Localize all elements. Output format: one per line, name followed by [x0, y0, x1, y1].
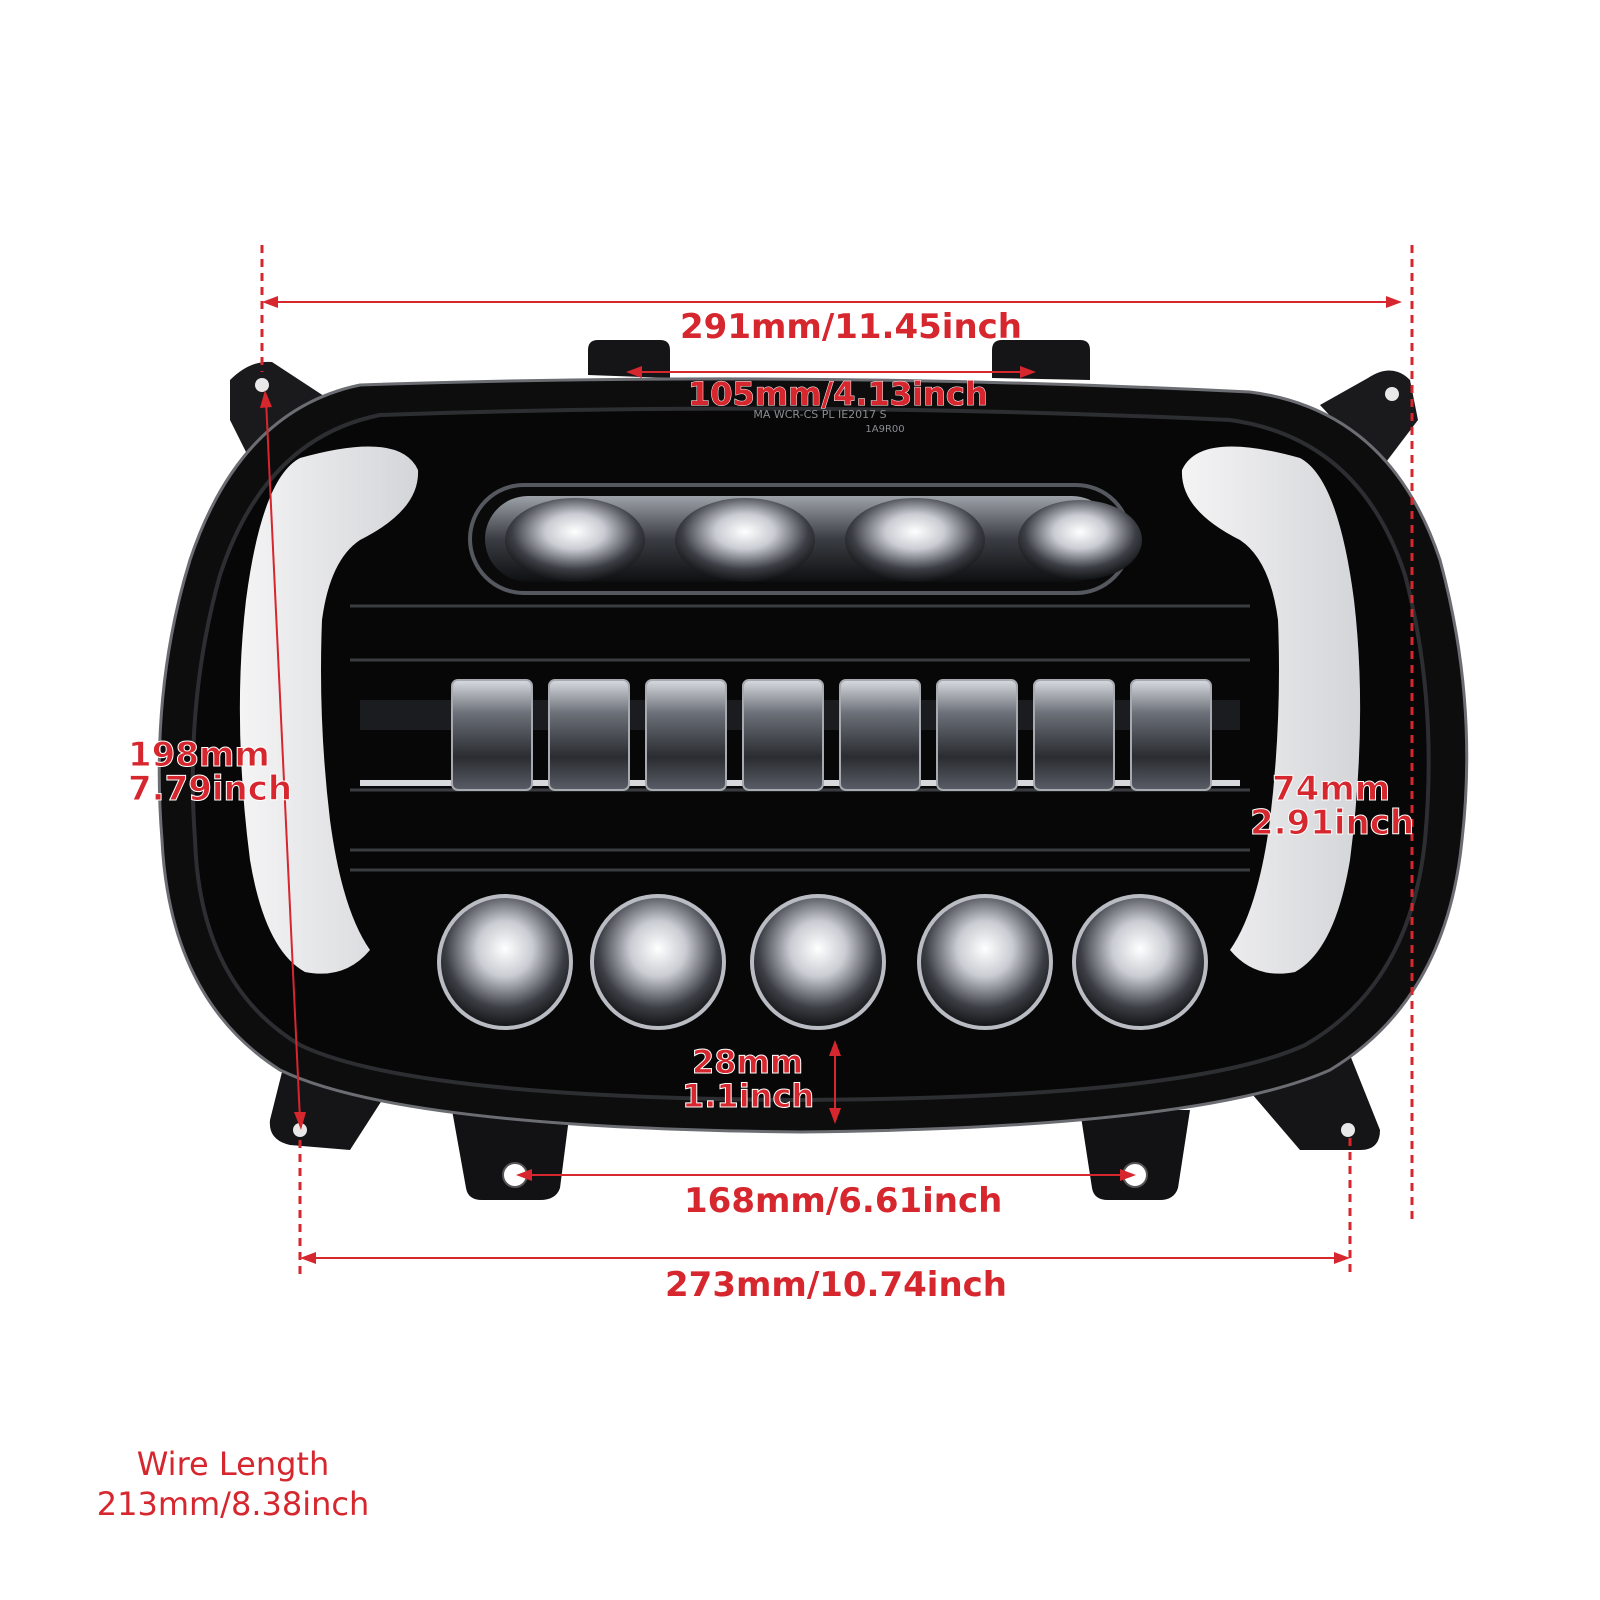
lower-left-ear-hole	[293, 1123, 307, 1137]
cube-led-2	[548, 679, 630, 791]
lamp-block-height-inch-label: 2.91inch	[1249, 803, 1415, 843]
lower-led-3	[750, 894, 886, 1030]
height-arrowhead-top	[260, 390, 272, 408]
cube-led-5	[839, 679, 921, 791]
cube-led-6	[936, 679, 1018, 791]
overall-width-arrowhead-left	[262, 296, 278, 308]
bottom-mount-arrowhead-left	[516, 1169, 532, 1181]
bottom-mount-arrowhead-right	[1120, 1169, 1136, 1181]
upper-led-4	[1018, 500, 1142, 580]
upper-led-2	[675, 498, 815, 582]
height-arrow-line	[265, 399, 301, 1121]
bottom-mount-spacing-label: 168mm/6.61inch	[684, 1181, 1003, 1221]
top-mount-arrowhead-left	[626, 366, 642, 378]
lamp-block-height-mm-label: 74mm	[1271, 769, 1391, 809]
lower-led-1	[437, 894, 573, 1030]
lower-led-5	[1072, 894, 1208, 1030]
upper-projector-leds	[505, 498, 1142, 582]
lower-right-ear-hole	[1341, 1123, 1355, 1137]
height-arrowhead-bottom	[294, 1112, 306, 1130]
middle-cube-leds	[451, 679, 1212, 791]
upper-led-3	[845, 498, 985, 582]
left-drl-light-bar	[239, 446, 419, 974]
lens-marking-line2: 1A9R00	[865, 424, 904, 435]
wire-length-value: 213mm/8.38inch	[96, 1485, 370, 1523]
headlight-housing: MA WCR-CS PL IE2017 S 1A9R00	[157, 340, 1469, 1200]
height-inch-label: 7.79inch	[127, 769, 293, 809]
lower-gap-mm-label: 28mm	[691, 1043, 804, 1081]
top-mount-arrowhead-right	[1020, 366, 1036, 378]
height-mm-label: 198mm	[128, 735, 271, 775]
bottom-left-mount-tab	[452, 1110, 570, 1200]
lens-marking-line1: MA WCR-CS PL IE2017 S	[753, 408, 886, 421]
dimension-lines	[260, 245, 1414, 1275]
lower-gap-arrowhead-bottom	[829, 1108, 841, 1124]
top-left-mount-tab	[588, 340, 670, 378]
cube-led-1	[451, 679, 533, 791]
wire-length-block: Wire Length 213mm/8.38inch	[78, 1444, 388, 1524]
overall-width-arrowhead-right	[1386, 296, 1402, 308]
lower-reflector-leds	[437, 894, 1208, 1030]
cube-led-3	[645, 679, 727, 791]
bottom-right-mount-tab	[1080, 1110, 1190, 1200]
wire-length-title: Wire Length	[136, 1445, 330, 1483]
upper-left-ear-hole	[255, 378, 269, 392]
bottom-width-arrowhead-left	[300, 1252, 316, 1264]
cube-led-8	[1130, 679, 1212, 791]
bottom-width-arrowhead-right	[1334, 1252, 1350, 1264]
overall-width-label: 291mm/11.45inch	[680, 307, 1023, 347]
lower-led-2	[590, 894, 726, 1030]
cube-led-7	[1033, 679, 1115, 791]
cube-led-4	[742, 679, 824, 791]
lower-gap-arrowhead-top	[829, 1040, 841, 1056]
upper-right-ear-hole	[1385, 387, 1399, 401]
top-right-mount-tab	[992, 340, 1090, 380]
lower-led-4	[917, 894, 1053, 1030]
bottom-width-label: 273mm/10.74inch	[665, 1265, 1008, 1305]
upper-led-1	[505, 498, 645, 582]
lower-gap-inch-label: 1.1inch	[681, 1077, 815, 1115]
right-drl-light-bar	[1181, 446, 1361, 974]
top-mount-spacing-label: 105mm/4.13inch	[688, 375, 989, 413]
